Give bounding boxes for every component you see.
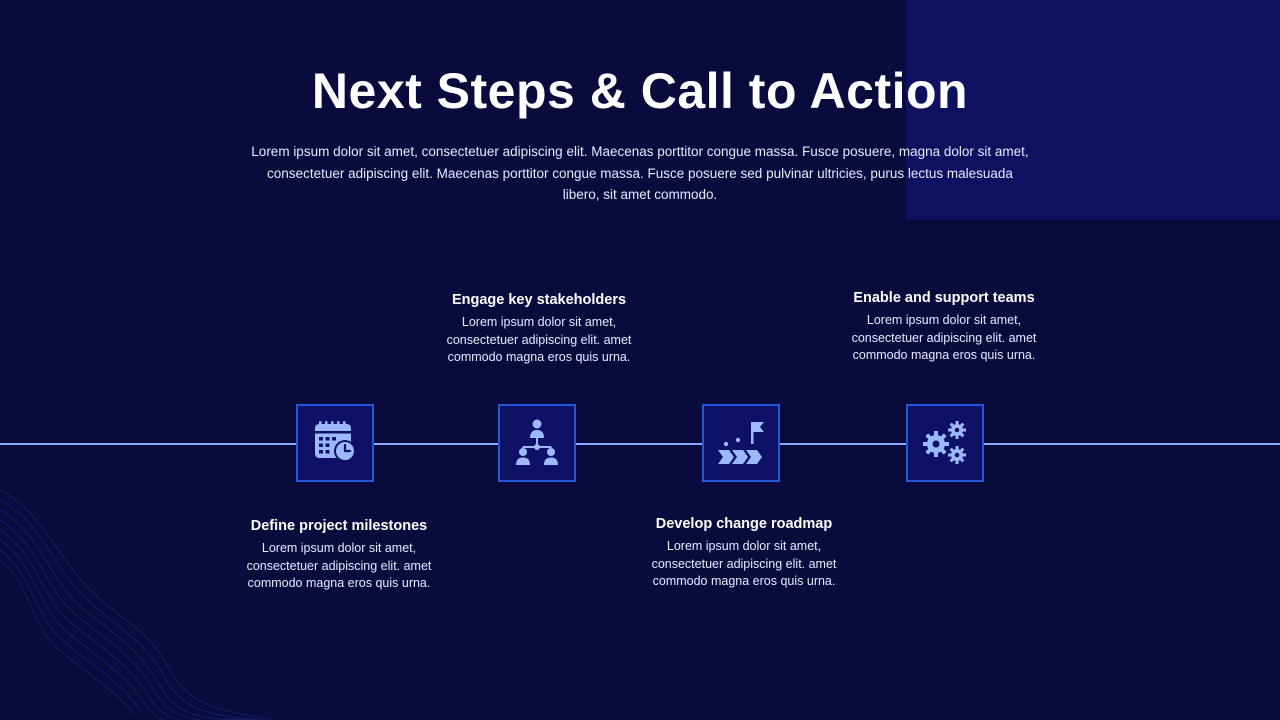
calendar-clock-icon (315, 421, 356, 462)
step-2-title: Engage key stakeholders (451, 292, 627, 308)
step-4-title: Enable and support teams (853, 290, 1035, 306)
step-1-title: Define project milestones (250, 518, 428, 534)
gears-icon (923, 421, 966, 464)
decorative-wave (0, 489, 271, 720)
slide-title: Next Steps & Call to Action (311, 63, 969, 119)
stakeholders-hierarchy-icon (516, 419, 558, 465)
timeline-line (0, 443, 1280, 445)
accent-panel (906, 0, 1280, 220)
intro-paragraph: Lorem ipsum dolor sit amet, consectetuer… (251, 144, 1029, 202)
step-1-desc: Lorem ipsum dolor sit amet, consectetuer… (246, 541, 432, 590)
step-2-icon-box (498, 404, 576, 482)
roadmap-flag-icon (718, 422, 764, 464)
step-2-desc: Lorem ipsum dolor sit amet, consectetuer… (446, 315, 632, 364)
step-3-desc: Lorem ipsum dolor sit amet, consectetuer… (651, 539, 837, 588)
step-4: Enable and support teams Lorem ipsum dol… (834, 290, 1054, 365)
step-4-icon-box (906, 404, 984, 482)
step-2: Engage key stakeholders Lorem ipsum dolo… (429, 292, 649, 367)
step-3-icon-box (702, 404, 780, 482)
step-3-title: Develop change roadmap (655, 516, 833, 532)
step-1: Define project milestones Lorem ipsum do… (229, 518, 449, 593)
step-4-desc: Lorem ipsum dolor sit amet, consectetuer… (851, 313, 1037, 362)
step-3: Develop change roadmap Lorem ipsum dolor… (634, 516, 854, 591)
step-1-icon-box (296, 404, 374, 482)
